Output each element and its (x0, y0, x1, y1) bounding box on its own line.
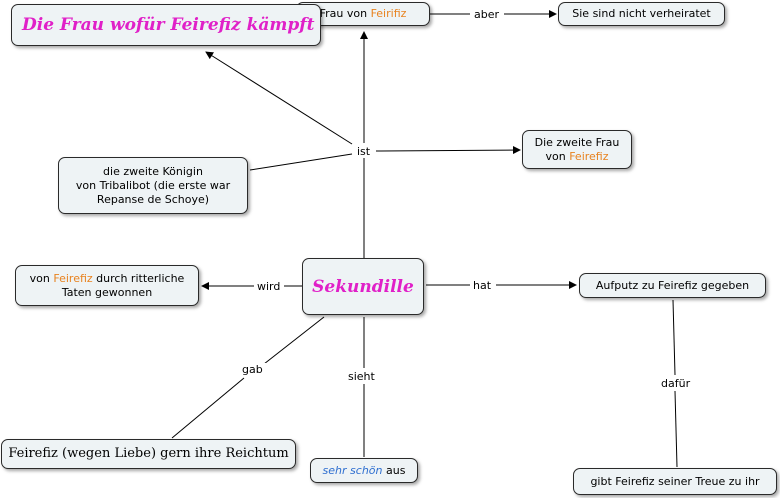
line-ist-koenigin (249, 153, 353, 171)
line-dafuer-treue (674, 390, 678, 468)
treue-text: gibt Feirefiz seiner Treue zu ihr (590, 474, 760, 488)
line-gab-reichtum (171, 377, 245, 439)
node-title[interactable]: Die Frau wofür Feirefiz kämpft (11, 4, 321, 46)
koenigin-line2: von Tribalibot (die erste war (75, 178, 231, 192)
ritter-suffix: durch ritterliche (92, 271, 185, 285)
zweite-frau-prefix: von (545, 149, 570, 163)
link-label-ist: ist (354, 145, 374, 158)
ritter-line2: Taten gewonnen (61, 285, 153, 299)
koenigin-line3: Repanse de Schoye) (96, 192, 210, 206)
ritter-prefix: von (29, 271, 54, 285)
node-aufputz[interactable]: Aufputz zu Feirefiz gegeben (579, 273, 766, 298)
node-sehr-schoen[interactable]: sehr schön aus (310, 458, 418, 483)
node-zweite-koenigin[interactable]: die zweite Königin von Tribalibot (die e… (58, 157, 248, 214)
ritter-name: Feirefiz (53, 271, 93, 285)
node-treue[interactable]: gibt Feirefiz seiner Treue zu ihr (573, 468, 777, 495)
koenigin-line1: die zweite Königin (103, 164, 203, 178)
link-label-sieht: sieht (345, 370, 378, 383)
link-label-dafuer: dafür (658, 377, 694, 390)
schoen-italic-text: sehr schön (322, 463, 383, 477)
schoen-suffix: aus (382, 463, 406, 477)
zweite-frau-name: Feirefiz (569, 149, 609, 163)
line-ist-title (205, 51, 353, 145)
link-label-gab: gab (239, 363, 266, 376)
node-reichtum[interactable]: Feirefiz (wegen Liebe) gern ihre Reichtu… (1, 439, 296, 469)
node-sekundille[interactable]: Sekundille (302, 258, 424, 315)
link-label-hat: hat (470, 279, 495, 292)
zweite-frau-line1: Die zweite Frau (534, 135, 620, 149)
sekundille-text: Sekundille (312, 276, 414, 297)
link-label-aber: aber (471, 8, 503, 21)
title-text: Die Frau wofür Feirefiz kämpft (22, 15, 315, 35)
line-sekundille-gab (263, 316, 325, 365)
reichtum-text: Feirefiz (wegen Liebe) gern ihre Reichtu… (8, 446, 289, 461)
node-ritterliche-taten[interactable]: von Feirefiz durch ritterliche Taten gew… (15, 265, 199, 306)
node-nicht-verheiratet[interactable]: Sie sind nicht verheiratet (558, 2, 725, 26)
frau-von-name: Feirifiz (370, 7, 407, 20)
link-label-wird: wird (254, 280, 284, 293)
nicht-verheiratet-text: Sie sind nicht verheiratet (572, 7, 711, 20)
line-aufputz-dafuer (672, 299, 676, 376)
line-ist-zweite-frau (375, 146, 521, 155)
node-zweite-frau[interactable]: Die zweite Frau von Feirefiz (522, 130, 632, 169)
aufputz-text: Aufputz zu Feirefiz gegeben (595, 278, 750, 292)
frau-von-prefix: Frau von (319, 7, 371, 20)
